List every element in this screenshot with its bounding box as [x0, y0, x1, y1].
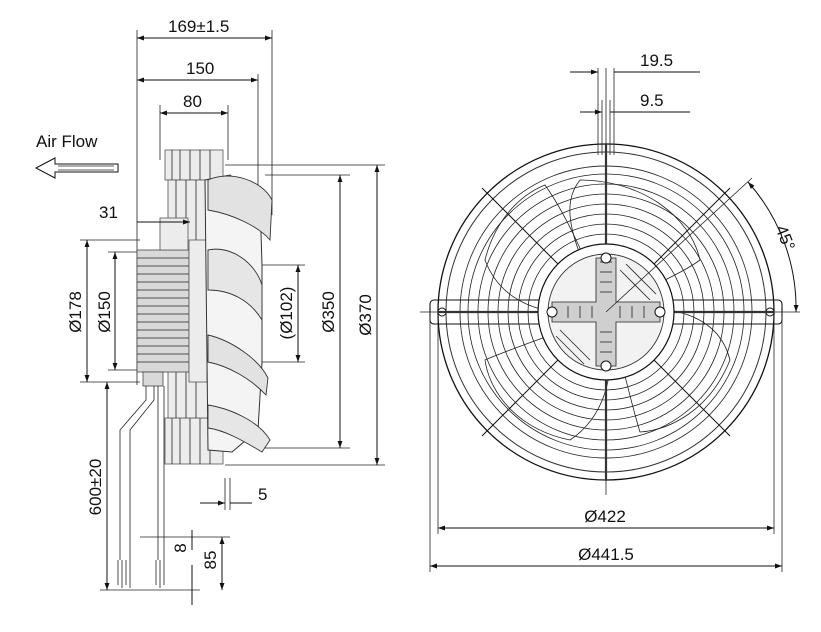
- side-view: 169±1.5 150 80 31 Ø178 Ø150 (Ø102) Ø350 …: [66, 17, 385, 605]
- dim-overall-depth: 169±1.5: [168, 17, 229, 36]
- dim-d150: Ø150: [95, 291, 114, 333]
- dim-d441-5: Ø441.5: [578, 545, 634, 564]
- airflow-indicator: Air Flow: [34, 132, 119, 179]
- airflow-arrow-icon: [34, 157, 119, 179]
- dim-19-5: 19.5: [640, 51, 673, 70]
- dim-angle-45: 45°: [771, 222, 798, 253]
- dim-31: 31: [99, 203, 118, 222]
- motor-fins: [137, 257, 189, 363]
- dim-depth-150: 150: [186, 59, 214, 78]
- dim-depth-80: 80: [183, 92, 202, 111]
- dim-cable-length: 600±20: [86, 459, 105, 516]
- dim-d370: Ø370: [356, 294, 375, 336]
- dim-9-5: 9.5: [640, 91, 664, 110]
- dim-5: 5: [258, 485, 267, 504]
- dim-d102: (Ø102): [277, 287, 296, 340]
- dim-85: 85: [201, 551, 220, 570]
- dim-8: 8: [171, 543, 190, 552]
- dim-d350: Ø350: [319, 291, 338, 333]
- dim-d422: Ø422: [584, 507, 626, 526]
- airflow-label: Air Flow: [36, 132, 98, 151]
- front-view: 19.5 9.5 45° Ø422 Ø441.5: [420, 51, 800, 572]
- dim-d178: Ø178: [66, 291, 85, 333]
